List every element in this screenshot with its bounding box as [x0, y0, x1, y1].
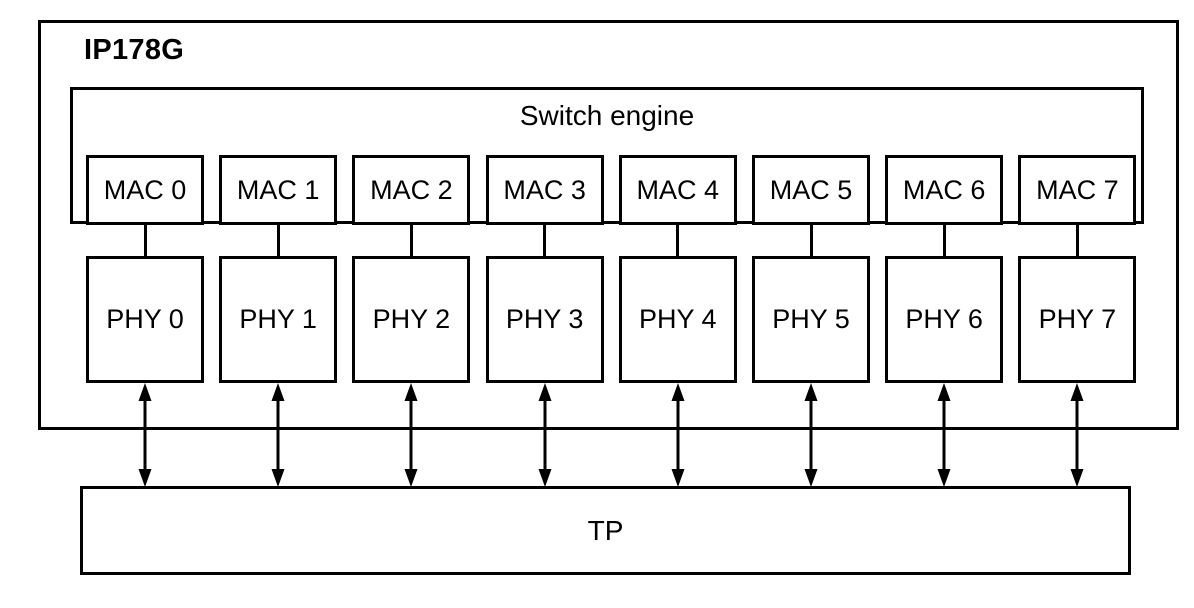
mac-block-label: MAC 4: [636, 174, 720, 205]
chip-boundary-box: [38, 20, 1179, 430]
switch-engine-label: Switch engine: [519, 100, 695, 131]
phy-tp-bidirectional-arrow-1: [267, 383, 289, 487]
phy-block-7: PHY 7: [1018, 256, 1137, 383]
phy-tp-bidirectional-arrow-4: [667, 383, 689, 487]
mac-block-6: MAC 6: [885, 155, 1004, 225]
phy-block-label: PHY 3: [505, 304, 584, 334]
phy-tp-bidirectional-arrow-0: [134, 383, 156, 487]
mac-block-label: MAC 0: [103, 174, 187, 205]
mac-phy-connector-6: [942, 224, 946, 258]
mac-block-4: MAC 4: [618, 155, 737, 225]
phy-block-label: PHY 4: [639, 304, 717, 334]
phy-block-1: PHY 1: [219, 256, 338, 383]
mac-phy-connector-7: [1075, 224, 1079, 258]
mac-block-0: MAC 0: [86, 155, 204, 225]
mac-block-label: MAC 3: [503, 174, 586, 205]
mac-phy-connector-2: [409, 224, 413, 258]
phy-block-3: PHY 3: [485, 256, 604, 383]
mac-block-label: MAC 6: [902, 174, 986, 205]
phy-block-0: PHY 0: [86, 256, 204, 383]
mac-phy-connector-3: [543, 224, 547, 258]
phy-block-4: PHY 4: [618, 256, 737, 383]
phy-tp-bidirectional-arrow-2: [400, 383, 422, 487]
tp-bus-box: [80, 486, 1131, 575]
mac-block-5: MAC 5: [752, 155, 870, 225]
phy-block-2: PHY 2: [352, 256, 471, 383]
phy-block-label: PHY 5: [772, 304, 850, 334]
phy-tp-bidirectional-arrow-6: [933, 383, 955, 487]
mac-block-1: MAC 1: [219, 155, 338, 225]
phy-block-label: PHY 7: [1038, 304, 1117, 334]
mac-block-label: MAC 2: [370, 174, 453, 205]
mac-phy-connector-4: [676, 224, 680, 258]
mac-block-label: MAC 5: [769, 174, 853, 205]
mac-block-label: MAC 7: [1036, 174, 1119, 205]
mac-block-2: MAC 2: [352, 155, 471, 225]
phy-tp-bidirectional-arrow-5: [800, 383, 822, 487]
phy-block-label: PHY 6: [905, 304, 983, 334]
phy-block-6: PHY 6: [885, 256, 1004, 383]
mac-block-label: MAC 1: [236, 174, 320, 205]
phy-block-label: PHY 0: [106, 304, 184, 334]
phy-block-label: PHY 1: [239, 304, 317, 334]
mac-phy-connector-5: [809, 224, 813, 258]
chip-title: IP178G: [84, 34, 185, 66]
mac-block-3: MAC 3: [485, 155, 604, 225]
phy-block-5: PHY 5: [752, 256, 870, 383]
phy-tp-bidirectional-arrow-3: [534, 383, 556, 487]
mac-phy-connector-1: [276, 224, 280, 258]
phy-block-label: PHY 2: [372, 304, 451, 334]
mac-block-7: MAC 7: [1018, 155, 1137, 225]
phy-tp-bidirectional-arrow-7: [1066, 383, 1088, 487]
tp-bus-label: TP: [587, 515, 624, 546]
mac-phy-connector-0: [143, 224, 147, 258]
